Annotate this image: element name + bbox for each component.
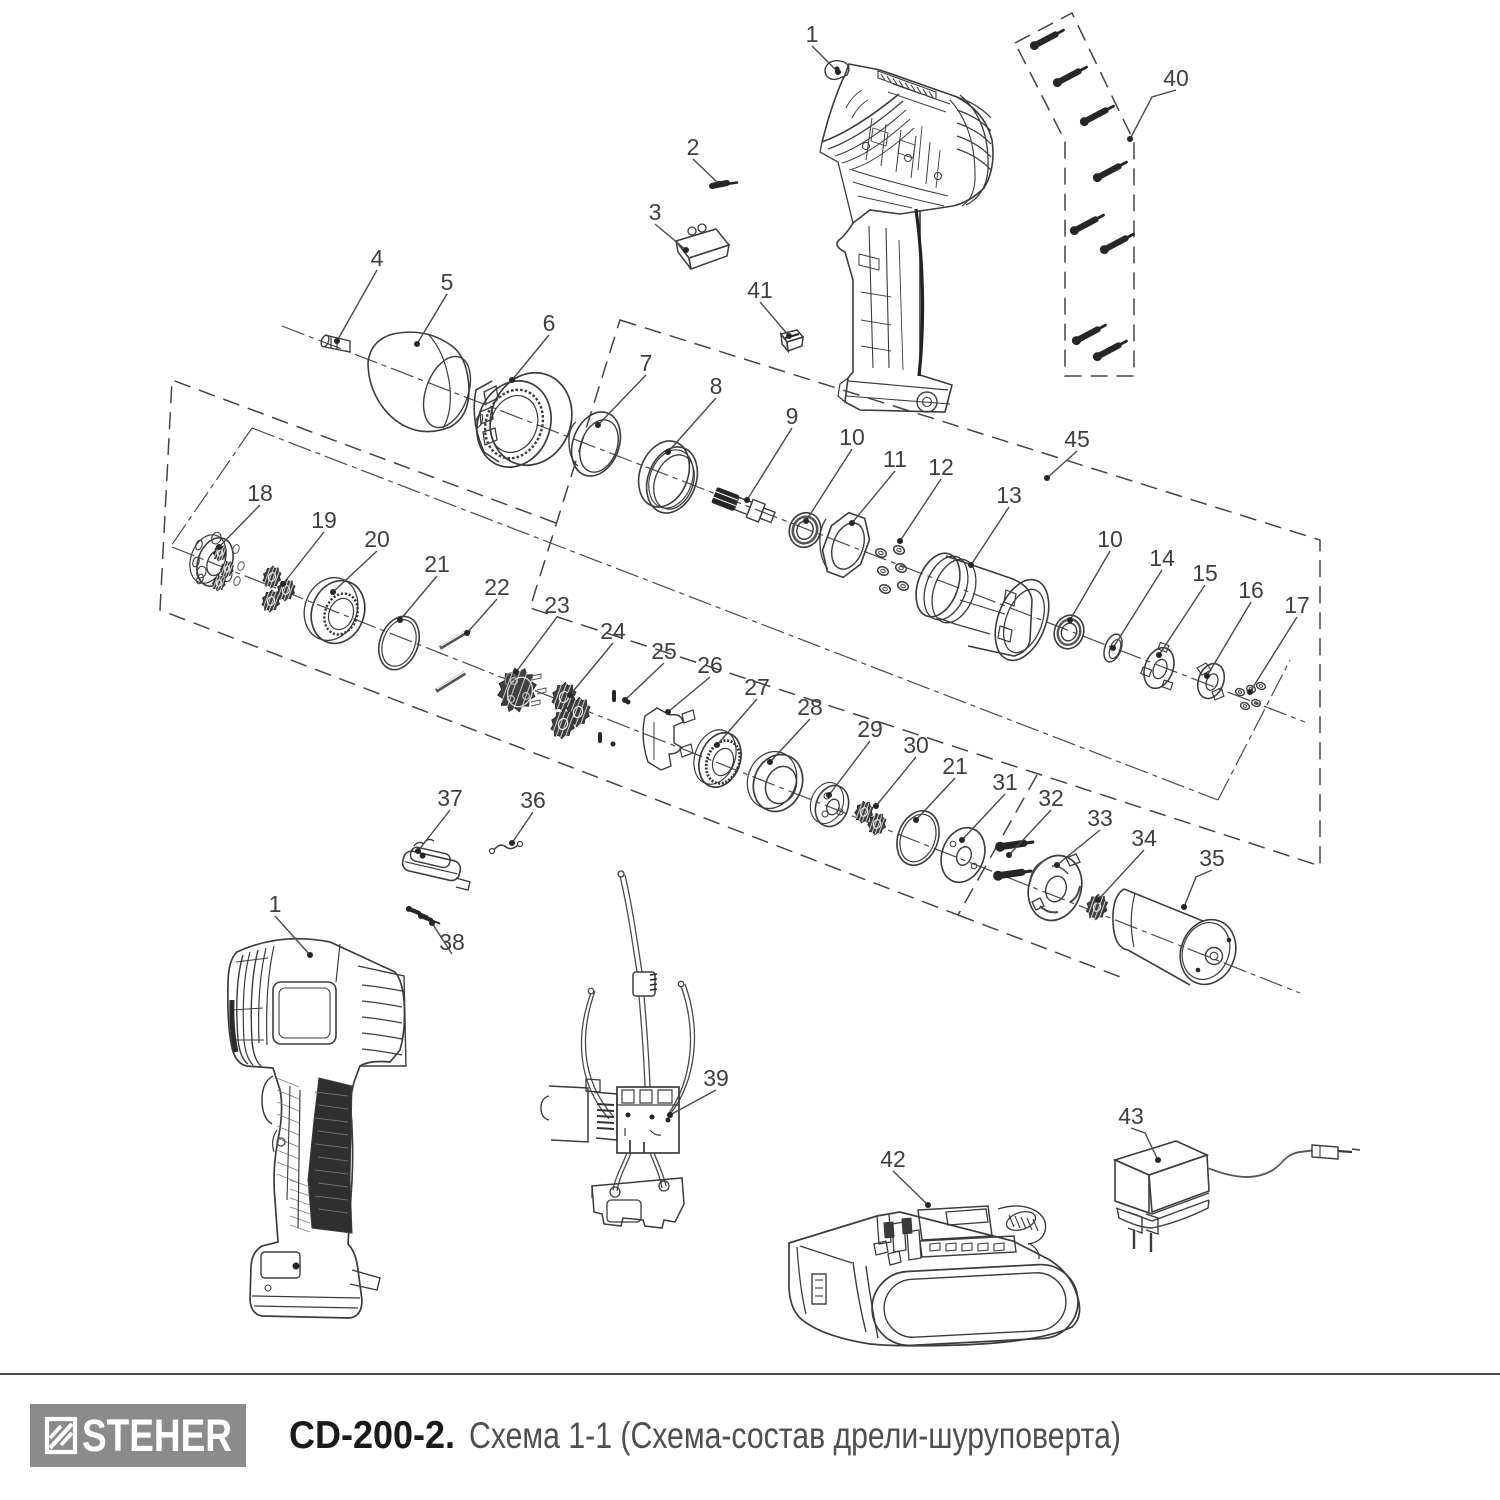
svg-text:24: 24 (600, 618, 626, 644)
svg-text:27: 27 (744, 674, 770, 700)
svg-text:21: 21 (424, 551, 450, 577)
svg-text:33: 33 (1087, 805, 1113, 831)
svg-text:38: 38 (439, 929, 465, 955)
svg-text:40: 40 (1163, 65, 1189, 91)
svg-text:26: 26 (697, 652, 723, 678)
svg-text:22: 22 (484, 574, 510, 600)
svg-text:CD-200-2.: CD-200-2. (289, 1414, 455, 1457)
svg-text:37: 37 (437, 785, 463, 811)
svg-text:28: 28 (797, 694, 823, 720)
svg-text:17: 17 (1284, 592, 1310, 618)
svg-text:36: 36 (520, 787, 546, 813)
svg-text:42: 42 (880, 1146, 906, 1172)
svg-text:29: 29 (857, 716, 883, 742)
svg-text:39: 39 (703, 1065, 729, 1091)
svg-text:34: 34 (1131, 825, 1157, 851)
svg-text:32: 32 (1038, 785, 1064, 811)
svg-text:31: 31 (992, 769, 1018, 795)
svg-text:16: 16 (1238, 577, 1264, 603)
svg-text:21: 21 (942, 753, 968, 779)
svg-text:Схема 1-1 (Схема-состав дрели-: Схема 1-1 (Схема-состав дрели-шуруповерт… (469, 1415, 1121, 1456)
svg-text:STEHER: STEHER (82, 1410, 232, 1461)
svg-text:6: 6 (543, 310, 556, 336)
svg-text:43: 43 (1118, 1103, 1144, 1129)
svg-text:5: 5 (441, 269, 454, 295)
svg-text:35: 35 (1199, 845, 1225, 871)
svg-text:12: 12 (928, 454, 954, 480)
svg-text:45: 45 (1064, 426, 1090, 452)
svg-text:11: 11 (883, 446, 907, 472)
svg-text:15: 15 (1192, 560, 1218, 586)
svg-text:13: 13 (996, 482, 1022, 508)
svg-text:30: 30 (903, 732, 929, 758)
svg-text:10: 10 (839, 424, 865, 450)
svg-text:4: 4 (371, 245, 384, 271)
svg-text:14: 14 (1149, 545, 1175, 571)
svg-text:8: 8 (710, 373, 723, 399)
svg-text:20: 20 (364, 526, 390, 552)
svg-text:41: 41 (747, 277, 773, 303)
svg-text:19: 19 (311, 507, 337, 533)
svg-text:1: 1 (806, 21, 819, 47)
svg-text:23: 23 (544, 592, 570, 618)
svg-text:7: 7 (640, 350, 653, 376)
svg-text:9: 9 (786, 403, 799, 429)
svg-text:3: 3 (649, 199, 662, 225)
svg-text:18: 18 (247, 480, 273, 506)
svg-text:25: 25 (651, 638, 677, 664)
svg-text:2: 2 (687, 134, 700, 160)
svg-text:10: 10 (1097, 526, 1123, 552)
svg-text:1: 1 (269, 891, 282, 917)
